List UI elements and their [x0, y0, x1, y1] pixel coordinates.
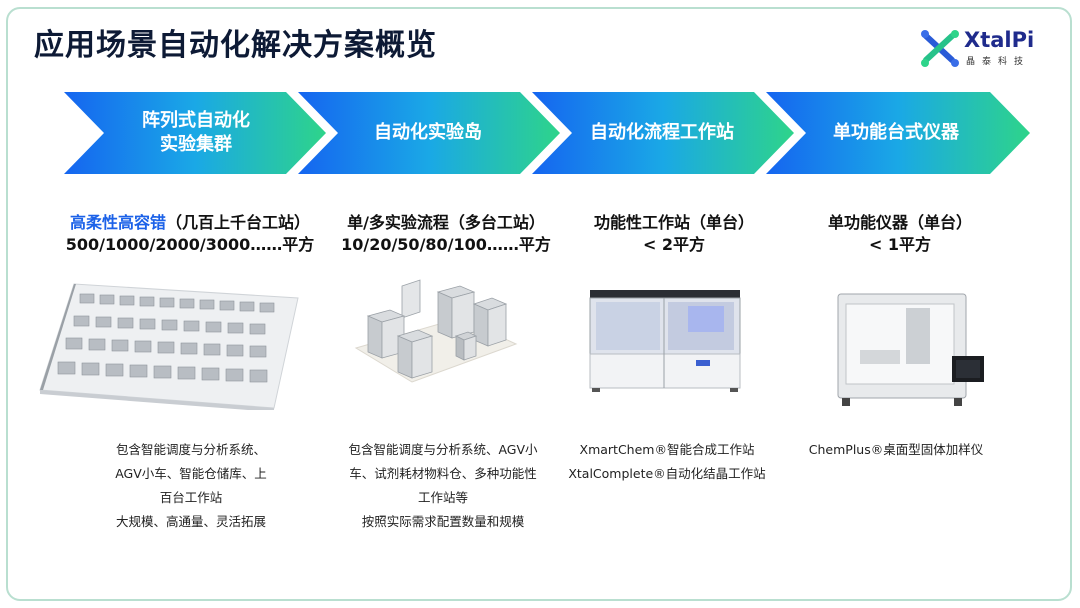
stage-4-description: ChemPlus®桌面型固体加样仪 [808, 442, 984, 457]
logo-subtitle: 晶泰科技 [966, 57, 1031, 67]
stage-4-label: 单功能台式仪器 [833, 122, 959, 143]
stage-1-heading-area: 500/1000/2000/3000……平方 [65, 235, 315, 254]
stage-1-heading: 高柔性高容错（几百上千台工站） 500/1000/2000/3000……平方 [40, 212, 340, 256]
chevron-stage-4 [766, 92, 1030, 174]
chevron-stage-2 [298, 92, 560, 174]
stage-3-heading: 功能性工作站（单台） < 2平方 [574, 212, 774, 256]
chevron-stage-1 [64, 92, 326, 174]
stage-3-heading-title: 功能性工作站（单台） [593, 213, 754, 232]
benchtop-instrument-image [837, 293, 984, 406]
stage-3-label: 自动化流程工作站 [590, 122, 734, 143]
stage-1-label: 阵列式自动化 实验集群 [142, 110, 250, 155]
page-title: 应用场景自动化解决方案概览 [34, 28, 437, 63]
xtalpi-logo: XtalPi 晶泰科技 [918, 26, 1042, 72]
stage-1-heading-highlight: 高柔性高容错 [69, 213, 166, 232]
stage-4-heading-title: 单功能仪器（单台） [827, 213, 972, 232]
stage-1-heading-rest: （几百上千台工站） [166, 213, 311, 232]
lab-cluster-image [39, 283, 299, 410]
process-chevrons [64, 92, 1030, 174]
workstation-image [589, 290, 741, 392]
stage-2-heading-area: 10/20/50/80/100……平方 [341, 235, 551, 254]
stage-2-heading-title: 单/多实验流程（多台工站） [347, 213, 545, 232]
logo-brand: XtalPi [964, 28, 1035, 52]
stage-4-heading-area: < 1平方 [868, 235, 932, 254]
stage-2-label: 自动化实验岛 [374, 122, 482, 143]
stage-2-heading: 单/多实验流程（多台工站） 10/20/50/80/100……平方 [318, 212, 574, 256]
stage-3-heading-area: < 2平方 [642, 235, 706, 254]
stage-3-description: XmartChem®智能合成工作站 XtalComplete®自动化结晶工作站 [568, 442, 766, 481]
chevron-stage-3 [532, 92, 794, 174]
automation-island-image [354, 279, 518, 383]
xtalpi-logo-icon [921, 30, 959, 67]
stage-2-description: 包含智能调度与分析系统、AGV小 车、试剂耗材物料仓、多种功能性 工作站等 按照… [348, 442, 538, 529]
stage-1-description: 包含智能调度与分析系统、 AGV小车、智能仓储库、上 百台工作站 大规模、高通量… [115, 442, 267, 529]
stage-4-heading: 单功能仪器（单台） < 1平方 [810, 212, 990, 256]
